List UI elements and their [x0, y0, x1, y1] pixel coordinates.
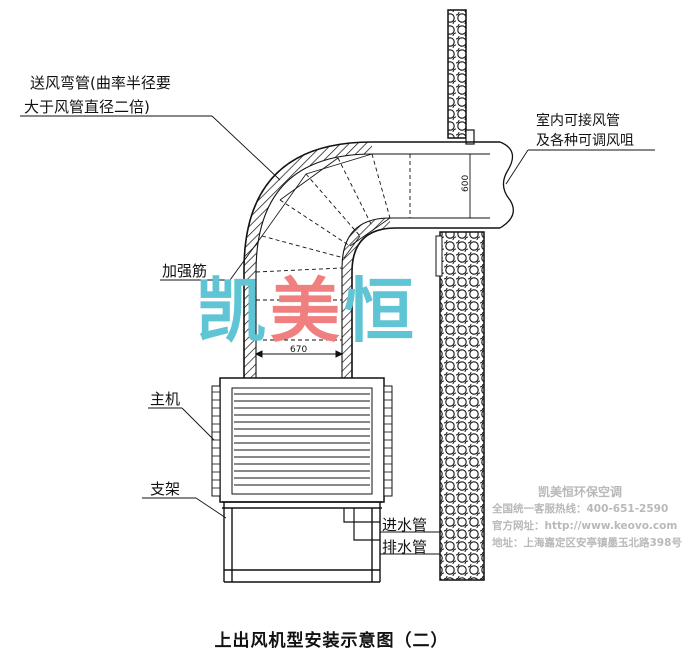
label-bracket: 支架 — [150, 480, 181, 498]
supply-air-elbow-duct — [243, 141, 514, 378]
company-website: 官方网址：http://www.keovo.com — [492, 520, 678, 532]
brand-watermark: 凯美恒 — [196, 276, 418, 346]
duct-height-dimension: 600 — [461, 175, 471, 192]
diagram-caption: 上出风机型安装示意图（二） — [214, 631, 449, 651]
building-wall — [435, 9, 485, 581]
leader-lines — [20, 115, 655, 555]
label-indoor-line2: 及各种可调风咀 — [536, 133, 634, 149]
watermark-char-3: 恒 — [344, 270, 418, 352]
label-indoor-line1: 室内可接风管 — [536, 113, 620, 129]
label-reinforcement-rib: 加强筋 — [162, 262, 208, 280]
support-bracket — [222, 501, 382, 583]
label-duct-elbow-line1: 送风弯管(曲率半径要 — [30, 74, 171, 92]
duct-width-dimension: 670 — [290, 345, 307, 355]
watermark-char-2: 美 — [270, 270, 344, 352]
company-hotline: 全国统一客服热线：400-651-2590 — [492, 503, 669, 515]
watermark-char-1: 凯 — [196, 270, 270, 352]
label-water-inlet: 进水管 — [382, 516, 428, 534]
company-address: 地址：上海嘉定区安亭镇墨玉北路398号 — [492, 537, 682, 549]
label-water-drain: 排水管 — [382, 538, 428, 556]
label-duct-elbow-line2: 大于风管直径二倍) — [24, 98, 150, 116]
company-name: 凯美恒环保空调 — [538, 485, 623, 499]
label-main-unit: 主机 — [150, 390, 181, 408]
air-cooler-main-unit — [211, 377, 393, 503]
installation-diagram: 600 670 — [20, 9, 655, 583]
